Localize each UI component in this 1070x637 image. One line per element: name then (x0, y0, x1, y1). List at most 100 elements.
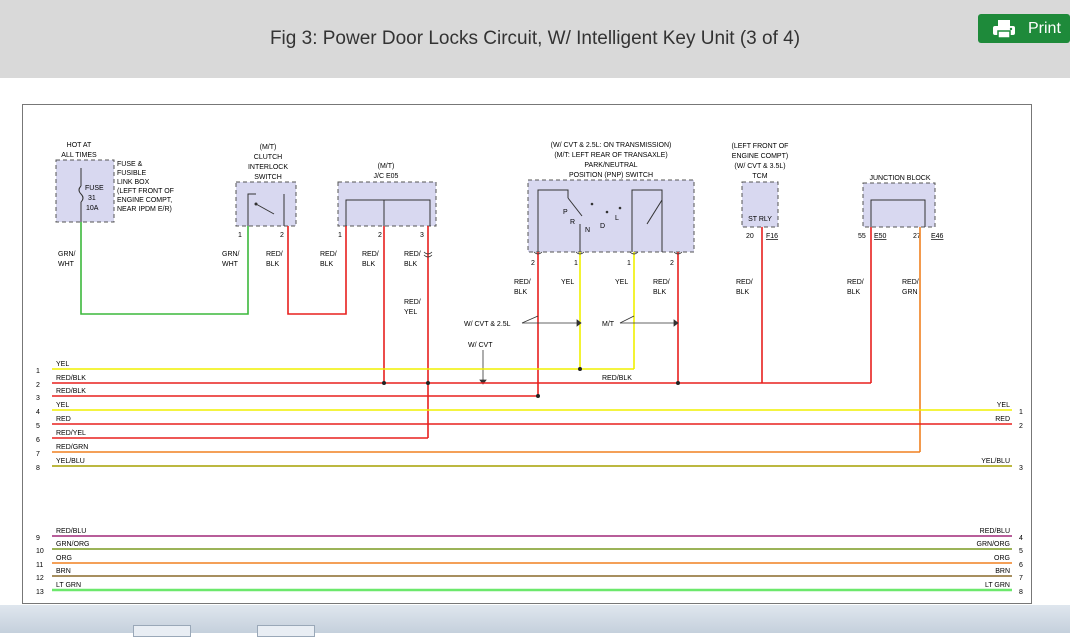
page-title: Fig 3: Power Door Locks Circuit, W/ Inte… (269, 28, 801, 49)
clutch-pin-2: 2 (280, 232, 284, 239)
fuse-desc-0: FUSE & (117, 161, 143, 168)
wire-jc2-1: BLK (362, 261, 376, 268)
tcm-label-1: ENGINE COMPT) (732, 153, 788, 160)
jb-pin-27: 27 (913, 233, 921, 240)
bus-number-1: 1 (36, 368, 40, 375)
fuse-desc-4: ENGINE COMPT, (117, 197, 172, 204)
bus-label-11: ORG (56, 555, 72, 562)
bus-label-2: RED/BLK (56, 375, 86, 382)
clutch-label-1: CLUTCH (254, 154, 282, 161)
bus-right-number-7: 7 (1019, 575, 1023, 582)
bus-number-4: 4 (36, 409, 40, 416)
bus-label-8: YEL/BLU (56, 458, 85, 465)
printer-icon (993, 19, 1015, 39)
fuse-desc-5: NEAR IPDM E/R) (117, 206, 172, 213)
pnp-pin-0: 2 (531, 260, 535, 267)
bus-number-12: 12 (36, 575, 44, 582)
clutch-interlock-switch: (M/T) CLUTCH INTERLOCK SWITCH 1 2 (235, 144, 297, 239)
bus-label-1: YEL (56, 361, 69, 368)
wire-clutch1-0: GRN/ (222, 251, 240, 258)
print-button[interactable]: Print (978, 14, 1070, 43)
fuse-block: HOT AT ALL TIMES FUSE 31 10A FUSE & FUSI… (55, 142, 174, 223)
wire-jc3-0: RED/ (404, 251, 421, 258)
bus-label-4: YEL (56, 402, 69, 409)
pnp-label-1: (M/T: LEFT REAR OF TRANSAXLE) (554, 152, 667, 159)
wire-pnp4-1: BLK (653, 289, 667, 296)
bus-right-label-3: YEL/BLU (981, 458, 1010, 465)
taskbar (0, 605, 1070, 637)
bus-right-label-4: RED/BLU (980, 528, 1010, 535)
st-rly-label: ST RLY (748, 216, 772, 223)
tcm-module: (LEFT FRONT OF ENGINE COMPT) (W/ CVT & 3… (732, 143, 789, 240)
clutch-pin-1: 1 (238, 232, 242, 239)
clutch-label-3: SWITCH (254, 174, 282, 181)
jb-conn-e46: E46 (931, 233, 944, 240)
pnp-label-2: PARK/NEUTRAL (584, 162, 637, 169)
bus-right-number-2: 2 (1019, 423, 1023, 430)
jc-label-1: J/C E05 (374, 173, 399, 180)
all-times-label: ALL TIMES (61, 152, 97, 159)
splice-dots (382, 367, 680, 398)
wire-wcvt: W/ CVT (468, 342, 493, 349)
hot-at-label: HOT AT (67, 142, 92, 149)
bus-label-13: LT GRN (56, 582, 81, 589)
bus-number-3: 3 (36, 395, 40, 402)
wire-fuse-1: WHT (58, 261, 75, 268)
jb-pin-55: 55 (858, 233, 866, 240)
taskbar-item[interactable] (257, 625, 315, 637)
wire-jb2-0: RED/ (902, 279, 919, 286)
wire-mid-redblk: RED/BLK (602, 375, 632, 382)
bus-number-11: 11 (36, 562, 43, 569)
pnp-letter-p: P (563, 209, 568, 216)
option-arrows (479, 315, 679, 385)
wire-cvt25: W/ CVT & 2.5L (464, 321, 511, 328)
tcm-pin: 20 (746, 233, 754, 240)
jc-pin-1: 1 (338, 232, 342, 239)
bus-right-number-8: 8 (1019, 589, 1023, 596)
bus-label-5: RED (56, 416, 71, 423)
bus-right-number-5: 5 (1019, 548, 1023, 555)
pnp-pin-2: 1 (627, 260, 631, 267)
junction-block: JUNCTION BLOCK 55 E50 27 E46 (858, 175, 944, 240)
pnp-label-3: POSITION (PNP) SWITCH (569, 172, 653, 179)
wire-tcm-0: RED/ (736, 279, 753, 286)
vertical-wires (80, 222, 921, 452)
wire-jb1-1: BLK (847, 289, 861, 296)
tcm-connector: F16 (766, 233, 778, 240)
bus-number-13: 13 (36, 589, 44, 596)
fuse-text: FUSE (85, 185, 104, 192)
wire-jb1-0: RED/ (847, 279, 864, 286)
fuse-icon (78, 185, 84, 203)
bus-right-number-3: 3 (1019, 465, 1023, 472)
bus-right-label-7: BRN (995, 568, 1010, 575)
jc-pin-3: 3 (420, 232, 424, 239)
wire-clutch2-0: RED/ (266, 251, 283, 258)
bus-number-8: 8 (36, 465, 40, 472)
wire-tcm-1: BLK (736, 289, 750, 296)
wire-fuse-0: GRN/ (58, 251, 76, 258)
wire-clutch2-1: BLK (266, 261, 280, 268)
wire-pnp1-0: RED/ (514, 279, 531, 286)
pnp-letter-n: N (585, 227, 590, 234)
bus-number-6: 6 (36, 437, 40, 444)
pnp-switch: (W/ CVT & 2.5L: ON TRANSMISSION) (M/T: L… (527, 142, 695, 267)
wire-jc3b-1: YEL (404, 309, 417, 316)
bus-right-label-2: RED (995, 416, 1010, 423)
wiring-diagram: HOT AT ALL TIMES FUSE 31 10A FUSE & FUSI… (22, 104, 1032, 604)
clutch-label-2: INTERLOCK (248, 164, 288, 171)
jb-conn-e50: E50 (874, 233, 887, 240)
wire-jb2-1: GRN (902, 289, 918, 296)
taskbar-item[interactable] (133, 625, 191, 637)
fuse-desc-2: LINK BOX (117, 179, 150, 186)
bus-number-2: 2 (36, 382, 40, 389)
bus-right-label-8: LT GRN (985, 582, 1010, 589)
fuse-desc-3: (LEFT FRONT OF (117, 188, 174, 195)
wire-pnp2-0: YEL (561, 279, 574, 286)
pnp-label-0: (W/ CVT & 2.5L: ON TRANSMISSION) (551, 142, 672, 149)
bus-right-label-5: GRN/ORG (977, 541, 1010, 548)
bus-number-5: 5 (36, 423, 40, 430)
bus-right-number-1: 1 (1019, 409, 1023, 416)
bus-right-label-1: YEL (997, 402, 1010, 409)
bus-right-label-6: ORG (994, 555, 1010, 562)
print-label: Print (1028, 19, 1061, 37)
